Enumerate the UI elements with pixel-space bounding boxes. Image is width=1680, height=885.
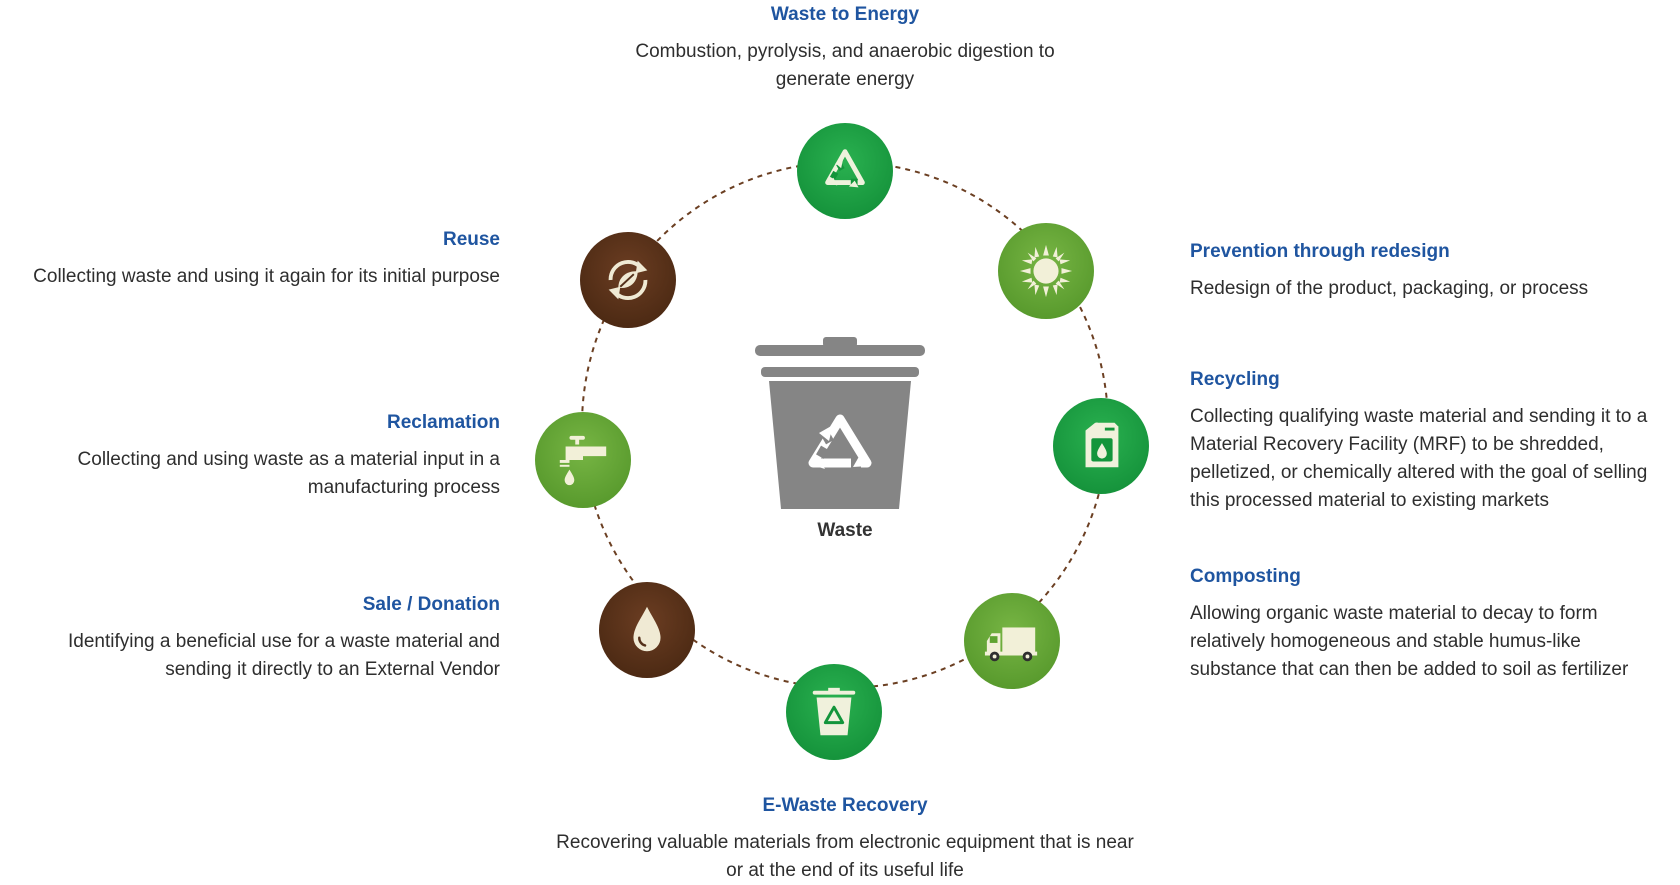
step-description: Identifying a beneficial use for a waste… [68, 631, 500, 680]
step-composting: Composting Allowing organic waste materi… [1190, 566, 1670, 684]
step-title: E-Waste Recovery [762, 795, 928, 816]
step-prevention: Prevention through redesign Redesign of … [1190, 241, 1670, 303]
faucet-icon [559, 435, 607, 486]
node-e-waste [786, 664, 882, 760]
step-title: Sale / Donation [362, 594, 500, 615]
node-recycling [1053, 398, 1149, 494]
step-title: Composting [1190, 566, 1301, 587]
step-waste-to-energy: Waste to Energy Combustion, pyrolysis, a… [590, 4, 1100, 94]
truck-icon [984, 627, 1038, 662]
step-description: Recovering valuable materials from elect… [556, 832, 1134, 881]
step-description: Collecting qualifying waste material and… [1190, 406, 1648, 511]
leaf-cycle-icon [608, 260, 648, 300]
node-waste-to-energy [797, 123, 893, 219]
step-description: Collecting waste and using it again for … [33, 266, 500, 287]
recycle-bin-icon [812, 687, 856, 736]
fuel-can-icon [1085, 422, 1119, 468]
step-recycling: Recycling Collecting qualifying waste ma… [1190, 369, 1675, 515]
step-reclamation: Reclamation Collecting and using waste a… [20, 412, 500, 502]
step-title: Reclamation [387, 412, 500, 433]
step-reuse: Reuse Collecting waste and using it agai… [20, 229, 500, 291]
center-label: Waste [817, 520, 873, 541]
recycle-icon [825, 149, 865, 188]
node-composting [964, 593, 1060, 689]
step-description: Redesign of the product, packaging, or p… [1190, 278, 1589, 299]
step-description: Combustion, pyrolysis, and anaerobic dig… [635, 41, 1055, 90]
step-description: Collecting and using waste as a material… [77, 449, 500, 498]
node-reclamation [535, 412, 631, 508]
step-title: Reuse [442, 229, 500, 250]
step-title: Recycling [1190, 369, 1280, 390]
step-title: Prevention through redesign [1190, 241, 1450, 262]
step-description: Allowing organic waste material to decay… [1190, 603, 1629, 680]
step-sale-donation: Sale / Donation Identifying a beneficial… [20, 594, 500, 684]
water-drop-icon [633, 606, 661, 652]
step-e-waste: E-Waste Recovery Recovering valuable mat… [555, 795, 1135, 885]
step-title: Waste to Energy [770, 4, 920, 25]
node-sale-donation [599, 582, 695, 678]
recycle-bin-icon [755, 337, 925, 509]
sun-icon [1019, 244, 1073, 298]
node-reuse [580, 232, 676, 328]
node-prevention [998, 223, 1094, 319]
center-bin [755, 333, 935, 543]
